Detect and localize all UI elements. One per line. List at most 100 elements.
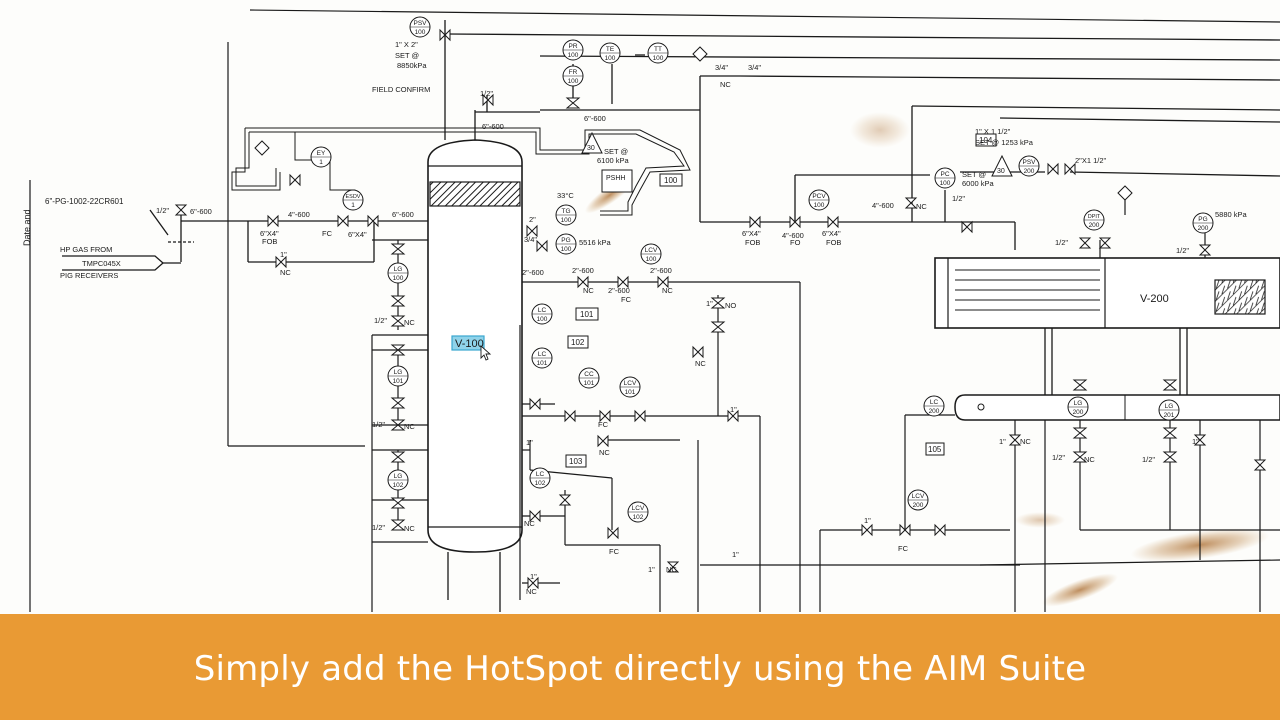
instrument-number: 100 [653,55,664,62]
line-label: NC [583,286,594,295]
instrument-number: 100 [415,29,426,36]
instrument-number: 200 [1089,222,1100,229]
instrument-bubbles: PSV100PR100FR100TE100TT100EY1ESDV1TG100P… [310,16,1214,523]
line-label: FC [898,544,909,553]
instrument-lg101: LG 101 [387,365,409,387]
interlock-symbols [254,46,1133,201]
line-label: NC [662,286,673,295]
diamond-30b: 30 [997,168,1005,175]
instrument-number: 200 [1024,168,1035,175]
set-6000-pressure: 6000 kPa [962,179,995,188]
set-6100: SET @ [604,147,628,156]
instrument-function: LG [394,369,403,376]
line-label: 1" [280,250,287,259]
horizontal-drum [954,328,1280,421]
instrument-lc101: LC 101 [531,347,553,369]
line-label: 4"-600 [782,231,804,240]
tag-105: 105 [928,445,942,454]
caption-bar: Simply add the HotSpot directly using th… [0,614,1280,720]
psv100-pressure: 8850kPa [397,61,427,70]
instrument-function: LC [930,399,939,406]
tag-box-101 [575,307,599,321]
inlet-source-label-2: PIG RECEIVERS [60,271,118,280]
v100-hotspot[interactable]: V-100 [451,335,492,361]
inlet-line-spec: 6"-PG-1002-22CR601 [45,197,124,206]
line-label: NC [1020,437,1031,446]
vessel-v100 [427,110,523,612]
exchanger-v200: V-200 [934,257,1280,329]
line-label: 6"X4" [260,229,279,238]
interlock-labels: 30 30 PSHH [587,145,1005,182]
line-label: 2"-600 [608,286,630,295]
line-label: NC [916,202,927,211]
tag-100-top: 100 [664,176,678,185]
instrument-function: TT [654,46,662,53]
pg100-pressure: 5516 kPa [579,238,612,247]
instrument-function: LG [1165,403,1174,410]
instrument-number: 100 [537,316,548,323]
instrument-number: 101 [537,360,548,367]
line-label: 1/2" [156,206,169,215]
pg200-pressure: 5880 kPa [1215,210,1248,219]
line-label: 6"-600 [584,114,606,123]
instrument-number: 100 [646,256,657,263]
instrument-function: PR [568,43,577,50]
line-label: 2" [529,215,536,224]
tag-box-102 [567,335,589,349]
instrument-number: 100 [568,78,579,85]
line-label: 4"-600 [872,201,894,210]
instrument-number: 100 [561,246,572,253]
instrument-number: 100 [814,202,825,209]
field-confirm: FIELD CONFIRM [372,85,430,94]
line-label: NC [404,524,415,533]
psv100-set: SET @ [395,51,419,60]
line-label: 1" [1192,437,1199,446]
set-6000: SET @ [962,170,986,179]
line-label: 1/2" [1055,238,1068,247]
instrument-esdv1: ESDV 1 [342,189,364,211]
instrument-function: LC [538,351,547,358]
line-label: 1" [648,565,655,574]
line-label: FC [609,547,620,556]
instrument-number: 100 [605,55,616,62]
line-label: 2"X1 1/2" [1075,156,1107,165]
instrument-number: 1 [351,202,355,209]
line-label: 1" [730,405,737,414]
line-label: NC [1084,455,1095,464]
instrument-fr100: FR 100 [562,65,584,87]
line-label: NC [666,565,677,574]
line-label: FOB [826,238,841,247]
drum-piping [819,190,1280,612]
valves [174,28,1267,590]
instrument-function: PC [940,171,949,178]
line-label: 1" [999,437,1006,446]
inlet-source-tag: TMPC045X [82,259,121,268]
instrument-number: 102 [393,482,404,489]
line-label: NC [720,80,731,89]
caption-text: Simply add the HotSpot directly using th… [193,649,1087,689]
tag-101: 101 [580,310,594,319]
instrument-function: FR [569,69,578,76]
line-label: 1/2" [372,523,385,532]
line-label: 1/2" [374,316,387,325]
instrument-function: ESDV [346,194,361,200]
line-label: NC [695,359,706,368]
tag-boxes [565,133,997,468]
instrument-number: 101 [393,378,404,385]
instrument-function: CC [584,371,594,378]
tag-box-labels: 101 102 103 104 105 100 [569,136,993,466]
line-label: FC [621,295,632,304]
drawing-frame [29,9,1280,612]
